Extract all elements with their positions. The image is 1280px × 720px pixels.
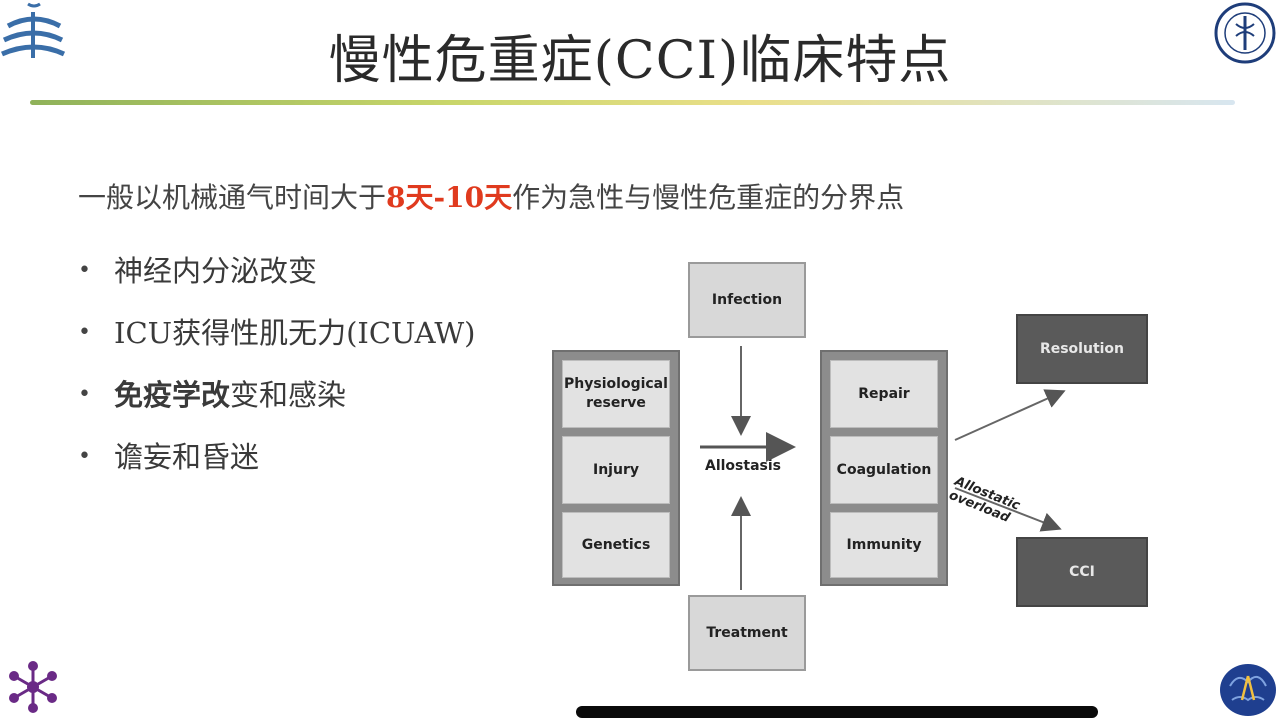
bullet-text: 谵妄和昏迷 bbox=[114, 440, 260, 474]
molecule-icon bbox=[9, 661, 57, 713]
bullet-glyph: • bbox=[78, 320, 91, 345]
response-group: Repair Coagulation Immunity bbox=[820, 350, 948, 586]
bullet-glyph: • bbox=[78, 444, 91, 469]
resolution-box: Resolution bbox=[1016, 314, 1148, 384]
coagulation-box: Coagulation bbox=[830, 436, 938, 504]
injury-box: Injury bbox=[562, 436, 670, 504]
list-item: • 神经内分泌改变 bbox=[78, 240, 475, 302]
list-item: • 谵妄和昏迷 bbox=[78, 426, 475, 488]
home-indicator-bar[interactable] bbox=[576, 706, 1098, 718]
allostatic-overload-label: Allostatic overload bbox=[947, 474, 1022, 528]
bullet-list: • 神经内分泌改变 • ICU获得性肌无力(ICUAW) • 免疫学改变和感染 … bbox=[78, 240, 475, 488]
bullet-text: 神经内分泌改变 bbox=[114, 254, 318, 288]
immunity-box: Immunity bbox=[830, 512, 938, 578]
intro-prefix: 一般以机械通气时间大于 bbox=[78, 181, 387, 214]
list-item: • ICU获得性肌无力(ICUAW) bbox=[78, 302, 475, 364]
repair-box: Repair bbox=[830, 360, 938, 428]
physiological-reserve-box: Physiological reserve bbox=[562, 360, 670, 428]
bullet-glyph: • bbox=[78, 258, 91, 283]
infection-box: Infection bbox=[688, 262, 806, 338]
intro-text: 一般以机械通气时间大于8天-10天作为急性与慢性危重症的分界点 bbox=[78, 176, 904, 216]
cci-box: CCI bbox=[1016, 537, 1148, 607]
treatment-box: Treatment bbox=[688, 595, 806, 671]
intro-highlight: 8天-10天 bbox=[386, 181, 513, 214]
brain-logo-icon bbox=[1220, 664, 1276, 716]
cci-arrow bbox=[954, 487, 1062, 532]
allostatic-line2: overload bbox=[946, 487, 1012, 526]
slide-title: 慢性危重症(CCI)临床特点 bbox=[328, 31, 952, 91]
resolution-arrow bbox=[954, 389, 1066, 441]
genetics-box: Genetics bbox=[562, 512, 670, 578]
host-factors-group: Physiological reserve Injury Genetics bbox=[552, 350, 680, 586]
allostasis-label: Allostasis bbox=[705, 458, 781, 474]
bullet-glyph: • bbox=[78, 382, 91, 407]
hospital-logo-icon bbox=[0, 2, 66, 58]
bullet-text: ICU获得性肌无力(ICUAW) bbox=[114, 316, 476, 350]
bullet-text: 变和感染 bbox=[230, 378, 347, 412]
university-seal-icon bbox=[1214, 2, 1276, 64]
list-item: • 免疫学改变和感染 bbox=[78, 364, 475, 426]
title-divider bbox=[30, 100, 1235, 105]
bullet-bold-text: 免疫学改 bbox=[114, 378, 231, 412]
allostatic-line1: Allostatic bbox=[952, 474, 1022, 514]
intro-suffix: 作为急性与慢性危重症的分界点 bbox=[512, 181, 905, 214]
